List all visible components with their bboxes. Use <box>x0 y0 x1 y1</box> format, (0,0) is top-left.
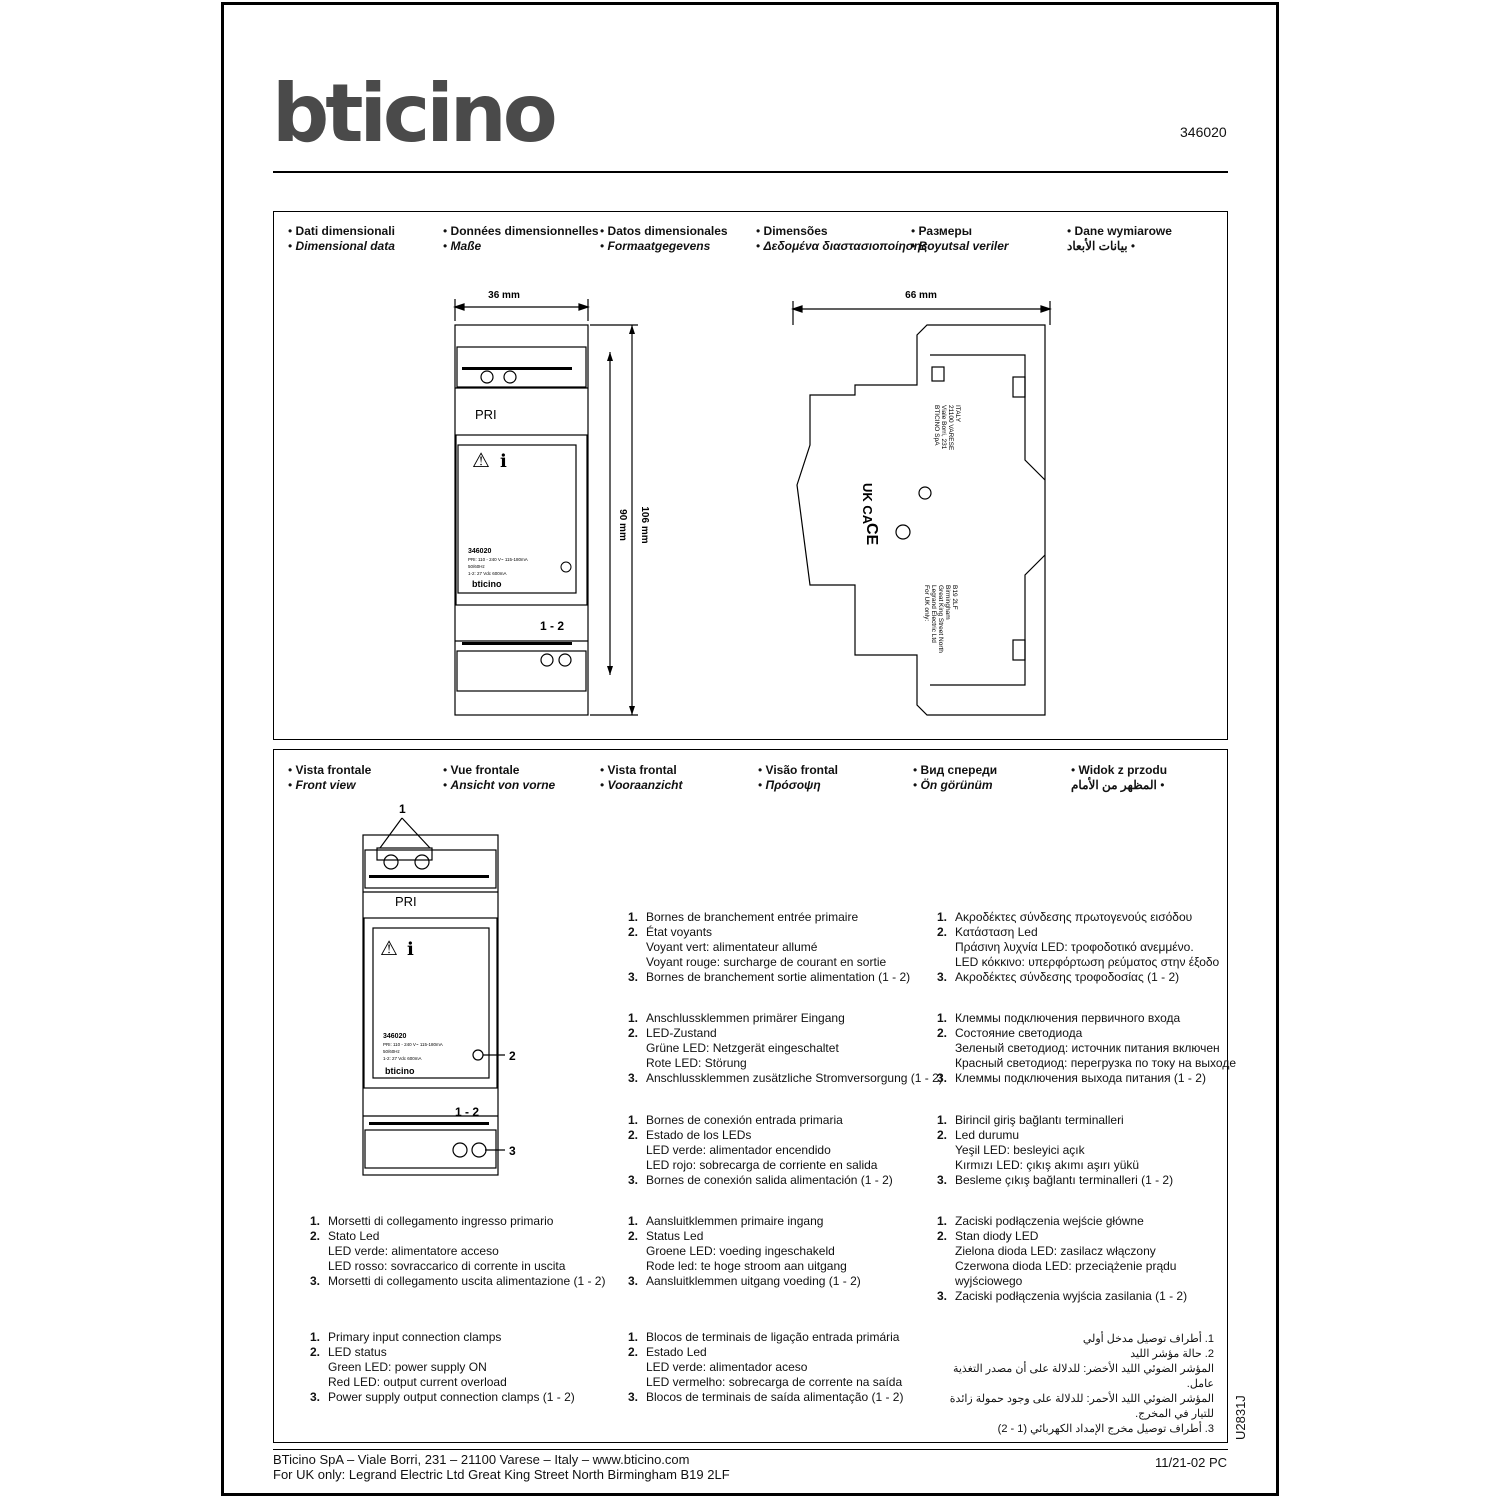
front-warning-icon: ⚠ <box>380 938 398 960</box>
output-label: 1 - 2 <box>540 619 564 633</box>
spec3-label: 1-2: 27 Vdc 600mA <box>468 571 507 576</box>
front-spec2-label: 50/60Hz <box>383 1049 401 1054</box>
header-rule <box>273 171 1228 173</box>
callout-3: 3 <box>509 1144 516 1158</box>
ukca-mark: UK CA <box>860 483 875 525</box>
side-address-2: Viale Borri, 231 <box>940 405 947 450</box>
front-spec3-label: 1-2: 27 Vdc 600mA <box>383 1056 422 1061</box>
front-header-ru: • Вид спереди• Ön görünüm <box>913 763 998 792</box>
side-uk-3: Great King Street North <box>937 585 944 653</box>
front-model-label: 346020 <box>383 1033 406 1040</box>
pri-label: PRI <box>475 407 497 422</box>
legend-es: 1.Bornes de conexión entrada primaria 2.… <box>628 1113 893 1187</box>
bticino-logo: bticino <box>272 67 558 160</box>
warning-icon: ⚠ <box>472 450 490 472</box>
dim-header-it: • Dati dimensionali• Dimensional data <box>288 224 395 253</box>
side-uk-2: Legrand Electric Ltd <box>930 585 937 643</box>
front-pri-label: PRI <box>395 894 417 909</box>
spec1-label: PRI: 110 - 240 V~ 115-180mA <box>468 557 528 562</box>
front-manual-icon: ℹ <box>407 939 414 959</box>
doc-code: U2831J <box>1233 1395 1248 1440</box>
depth-dim-label: 66 mm <box>905 290 937 301</box>
brand-label: bticino <box>472 579 502 589</box>
legend-pl: 1.Zaciski podłączenia wejście główne 2.S… <box>937 1214 1188 1303</box>
dimensional-data-panel <box>273 211 1228 740</box>
dim-header-pt: • Dimensões• Δεδομένα διαστασιοποίησης <box>756 224 928 253</box>
side-address-1: BTICINO SpA <box>933 405 940 446</box>
side-address-4: ITALY <box>954 405 961 423</box>
front-view-panel <box>273 749 1228 1443</box>
inner-height-dim-label: 90 mm <box>617 509 628 541</box>
height-dim-label: 106 mm <box>639 506 650 543</box>
front-dimension-drawing: 36 mm PRI 1 - 2 346020 PRI: 110 - 240 V~… <box>453 290 650 716</box>
front-header-fr: • Vue frontale• Ansicht von vorne <box>443 763 556 792</box>
side-dimension-drawing: 66 mm BTICINO SpA Viale Borri, 231 21100… <box>791 290 1052 716</box>
side-uk-1: For UK only: <box>923 585 930 621</box>
legend-de: 1.Anschlussklemmen primärer Eingang 2.LE… <box>628 1011 943 1085</box>
footer-address: BTicino SpA – Viale Borri, 231 – 21100 V… <box>273 1452 730 1482</box>
dim-header-ru: • Размеры• Boyutsal veriler <box>911 224 1009 253</box>
legend-en: 1.Primary input connection clamps 2.LED … <box>310 1330 575 1404</box>
legend-fr: 1.Bornes de branchement entrée primaire … <box>628 910 911 984</box>
footer-date: 11/21-02 PC <box>1155 1455 1228 1470</box>
spec2-label: 50/60Hz <box>468 564 486 569</box>
model-label: 346020 <box>468 548 491 555</box>
ce-mark: CE <box>863 523 880 546</box>
side-uk-5: B19 2LF <box>951 585 958 610</box>
front-spec1-label: PRI: 110 - 240 V~ 115-180mA <box>383 1042 443 1047</box>
legend-ru: 1.Клеммы подключения первичного входа 2.… <box>937 1011 1237 1085</box>
front-view-drawing: 1 2 3 PRI 1 - 2 ⚠ ℹ 346020 PRI: 110 - 24… <box>362 802 516 1176</box>
legend-tr: 1.Birincil giriş bağlantı terminalleri 2… <box>937 1113 1174 1187</box>
dim-header-es: • Datos dimensionales• Formaatgegevens <box>600 224 728 253</box>
dim-header-fr: • Données dimensionnelles• Maße <box>443 224 599 253</box>
front-header-pt: • Visão frontal• Πρόσοψη <box>758 763 839 792</box>
page-frame <box>221 2 1279 1496</box>
legend-el: 1.Ακροδέκτες σύνδεσης πρωτογενούς εισόδο… <box>937 910 1220 984</box>
legend-it: 1.Morsetti di collegamento ingresso prim… <box>310 1214 606 1288</box>
side-uk-4: Birmingham <box>944 585 951 620</box>
legend-pt: 1.Blocos de terminais de ligação entrada… <box>628 1330 904 1404</box>
callout-1: 1 <box>399 802 406 816</box>
product-code: 346020 <box>1180 124 1227 140</box>
manual-icon: ℹ <box>500 451 507 471</box>
footer-rule <box>273 1449 1228 1450</box>
front-output-label: 1 - 2 <box>455 1105 479 1119</box>
front-brand-label: bticino <box>385 1066 415 1076</box>
side-address-3: 21100 VARESE <box>947 405 954 451</box>
callout-2: 2 <box>509 1049 516 1063</box>
legend-ar: 1. أطراف توصيل مدخل أولي 2. حالة مؤشر ال… <box>949 1333 1214 1435</box>
front-header-es: • Vista frontal• Vooraanzicht <box>600 763 683 792</box>
legend-nl: 1.Aansluitklemmen primaire ingang 2.Stat… <box>628 1214 861 1288</box>
front-header-it: • Vista frontale• Front view <box>288 763 372 792</box>
width-dim-label: 36 mm <box>488 290 520 301</box>
